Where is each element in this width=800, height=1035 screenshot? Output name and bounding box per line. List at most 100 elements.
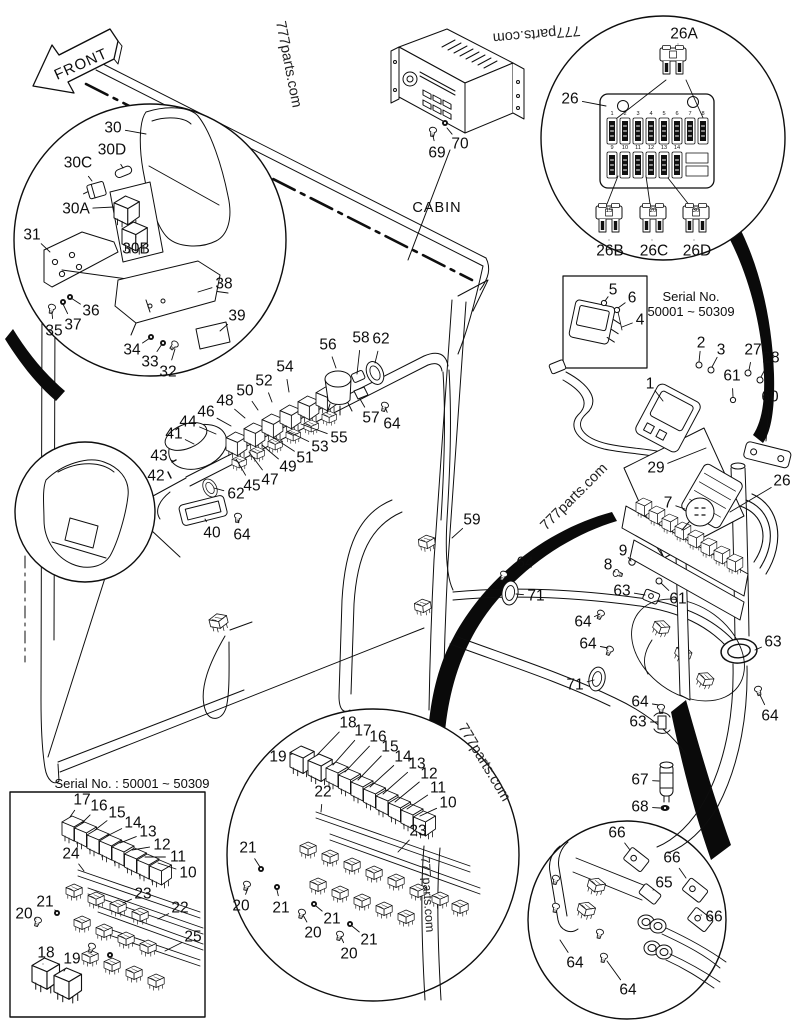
radio-unit [390,28,525,138]
leader-line-39 [219,323,229,332]
callout-12: 12 [153,837,170,854]
callout-20: 20 [15,906,33,923]
callout-64: 64 [579,636,597,653]
callout-63: 63 [629,714,646,731]
callout-20: 20 [304,925,322,942]
leader-line-69 [432,135,435,142]
leader-line-21 [351,925,360,933]
fuse-amp-label: 15 [606,208,613,214]
callout-23: 23 [134,886,151,903]
leader-line-21 [276,889,279,897]
leader-line-35 [51,312,54,319]
callout-36: 36 [82,303,99,320]
leader-line-64 [237,519,240,524]
leader-line-57 [359,398,366,408]
callout-44: 44 [179,414,197,431]
leader-line-27 [748,361,751,371]
callout-46: 46 [197,404,214,421]
leader-line-70 [446,127,453,135]
leader-line-12 [131,846,151,851]
leader-line-31 [40,243,51,253]
callout-61: 61 [723,368,740,385]
part-30d [114,165,133,178]
leader-line-20 [245,887,249,895]
callout-66: 66 [705,909,722,926]
leader-line-14 [106,828,123,837]
leader-line-24 [78,863,85,872]
fuse-slot-number: 2 [623,111,626,117]
leader-line-34 [142,337,151,344]
bracket-40 [178,495,228,526]
callout-66: 66 [608,825,625,842]
leader-line-30C [87,175,93,182]
callout-11: 11 [170,849,186,866]
leader-line-21 [315,905,323,912]
fuse-slot-number: 14 [674,145,680,151]
door-harness-connector [207,611,231,634]
leader-line-50 [251,400,259,411]
watermark: 777parts.com [492,22,581,46]
fuse-slot-number: 11 [635,145,641,151]
callout-71: 71 [566,677,583,694]
callout-19: 19 [63,951,80,968]
leader-line-58 [356,350,361,375]
relay-bank-serial-box [31,815,204,1004]
bracket-60 [743,441,792,469]
leader-line-22 [157,913,170,920]
callout-30C: 30C [64,155,92,172]
bracket-38 [114,260,221,336]
callout-64: 64 [516,555,534,572]
leader-line-63 [754,646,762,651]
leader-line-64 [759,694,766,706]
callout-26C: 26C [640,243,668,260]
mount-bracket-detail [43,107,231,352]
leader-line-64 [651,703,660,706]
leader-line-1 [654,390,664,402]
fuse-slot-number: 9 [610,145,613,151]
leader-line-64 [559,939,569,953]
fuse-amp-label: 20 [650,208,657,214]
callout-30D: 30D [98,142,126,159]
connector-highlight-oval [631,598,745,702]
timer-inset [568,299,623,345]
wiper-motor-41 [164,422,228,470]
callout-9: 9 [619,543,628,560]
callout-56: 56 [319,337,336,354]
callout-59: 59 [463,512,480,529]
callout-22: 22 [314,784,331,801]
leader-line-71 [515,593,524,596]
callout-18: 18 [37,945,54,962]
leader-line-30 [124,129,147,135]
leader-line-64 [506,568,515,573]
callout-13: 13 [139,824,156,841]
cabin-label: CABIN [412,200,461,216]
cover-30 [139,107,231,247]
watermark: 777parts.com [272,20,304,109]
callout-26D: 26D [683,243,711,260]
callout-69: 69 [428,145,445,162]
callout-20: 20 [232,898,250,915]
callout-62: 62 [227,486,244,503]
relay-19 [53,967,83,1004]
grommet-71 [586,665,608,693]
callout-64: 64 [233,527,251,544]
wire-59 [440,369,454,591]
serial-note-right-line1: Serial No. [662,289,719,304]
callout-7: 7 [664,495,673,512]
callout-64: 64 [566,955,584,972]
harness-swooshes [5,212,775,860]
callout-12: 12 [420,766,437,783]
callout-3: 3 [717,342,726,359]
leader-line-43 [170,459,174,462]
relay-mount-assembly [548,359,792,701]
radio-knob [402,71,418,87]
callout-26B: 26B [596,243,624,260]
callout-15: 15 [108,805,125,822]
callout-60: 60 [761,389,779,406]
fuse-slot-number: 12 [648,145,654,151]
callout-67: 67 [631,772,648,789]
callout-21: 21 [36,894,53,911]
clamp-63 [642,588,661,605]
clamp-58 [351,370,366,383]
